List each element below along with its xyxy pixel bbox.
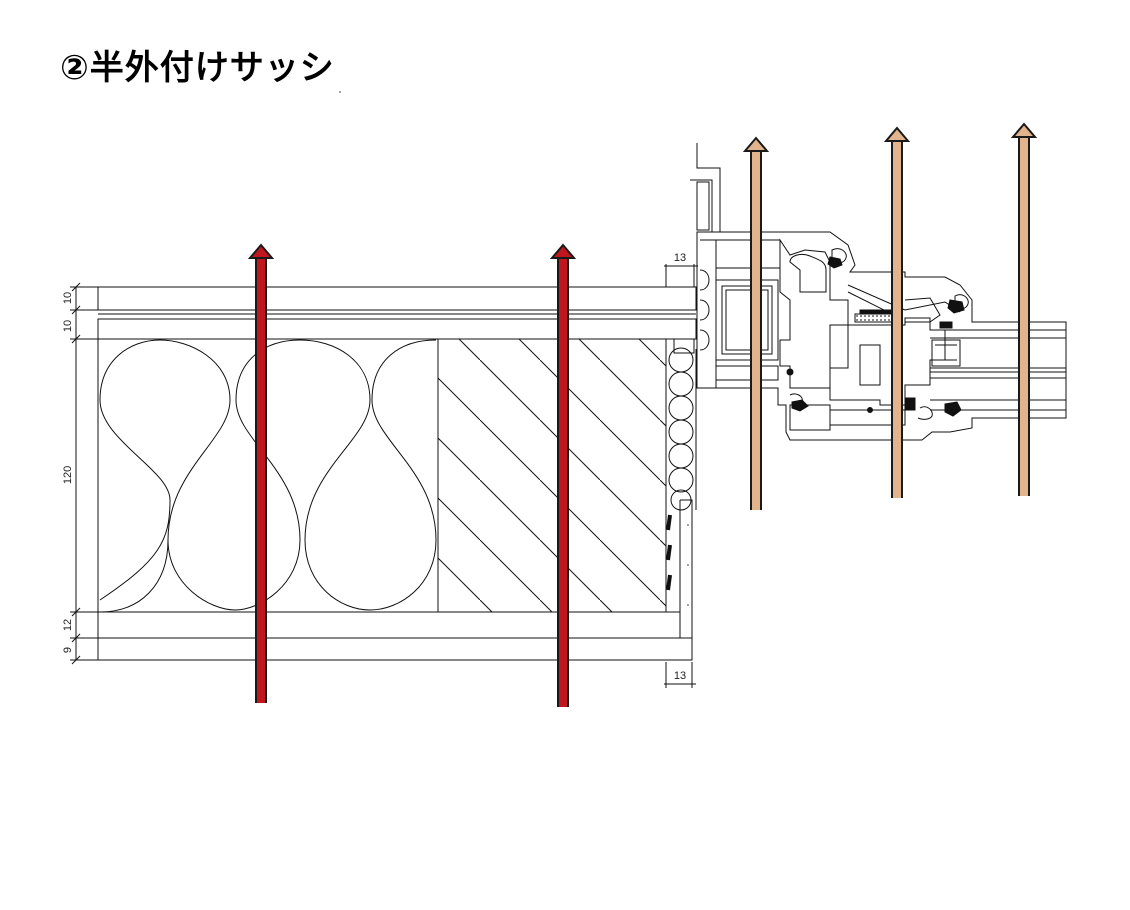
- wall-arrow-2: [549, 243, 577, 707]
- interior-board-layer: [97, 611, 681, 639]
- top-dimension: 13: [664, 252, 698, 287]
- dim-label-120: 120: [62, 466, 74, 484]
- diagram-title: ②半外付けサッシ: [60, 48, 335, 88]
- sheathing-board-layer: [97, 318, 697, 340]
- window-arrow-2: [883, 126, 911, 498]
- batt-insulation: [99, 339, 439, 613]
- dim-label-13-bottom: 13: [674, 670, 686, 682]
- window-frame-profile: [690, 143, 1067, 441]
- dim-label-13-top: 13: [674, 252, 686, 264]
- exterior-finish-layer: [97, 286, 697, 311]
- dim-label-9: 9: [62, 647, 74, 653]
- dim-label-10-top: 10: [62, 292, 74, 304]
- window-arrow-1: [742, 136, 770, 510]
- interior-finish-layer: [97, 637, 693, 661]
- window-arrow-3: [1010, 122, 1038, 496]
- dim-label-12: 12: [62, 619, 74, 631]
- wall-airflow-arrows: [247, 243, 577, 707]
- dim-label-10-second: 10: [62, 320, 74, 332]
- wall-arrow-1: [247, 243, 275, 703]
- sealant: [666, 514, 672, 591]
- backer-rod-strip: [665, 347, 697, 511]
- bottom-dimension: 13: [664, 662, 696, 688]
- window-airflow-arrows: [742, 122, 1038, 510]
- timber-stud: [438, 339, 666, 612]
- wall-section: [97, 286, 697, 661]
- left-dimension-chain: 10 10 120 12 9: [62, 282, 98, 665]
